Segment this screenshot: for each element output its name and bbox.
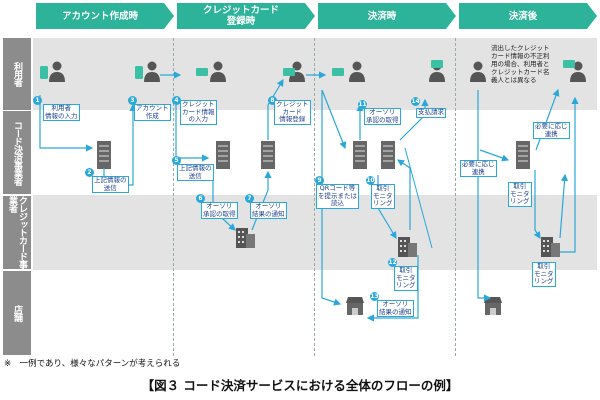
step-number: 12 [388,258,397,267]
monitoring-label: 取引 モニタ リング [508,182,532,207]
lane-label-card-company: クレジットカード事業者 [3,196,31,269]
lane-label-code-payment: コード決済事業者 [3,111,31,194]
step-number: 9 [315,176,324,185]
step-number: 10 [366,176,375,185]
lane-label-store: 店舗 [3,271,31,355]
step-number: 7 [245,194,254,203]
phone-icon [40,66,48,79]
lane-band-store [33,270,597,356]
step-label: オーソリ 承認の取得 [201,202,238,219]
building-icon [541,237,560,257]
phase-separator [173,38,174,356]
step-label: 利用者 情報の入力 [43,104,80,121]
building-icon [236,228,255,248]
step-label: 支払請求 [416,108,446,118]
step-number: 1 [33,96,42,105]
cooperation-label: 必要に応じ 連携 [533,122,570,139]
step-label: アカウント 作成 [134,104,171,121]
monitoring-label: 取引 モニタ リング [532,262,556,287]
step-number: 13 [370,292,379,301]
step-label: 取引 モニタ リング [394,266,418,291]
server-icon [352,140,368,170]
step-label: オーソリ 承認の取得 [364,108,401,125]
server-icon [215,140,231,170]
card-icon [283,68,295,76]
step-label: オーソリ 結果の通知 [250,202,287,219]
phase-payment: 決済時 [318,3,456,29]
person-icon [49,61,65,82]
phone-icon [135,66,143,79]
card-icon [431,60,443,68]
step-number: 8 [268,96,277,105]
step-number: 6 [196,194,205,203]
phase-account-creation: アカウント作成時 [36,3,174,29]
step-label: クレジット カード情報 の入力 [180,100,217,125]
server-icon [96,140,112,170]
step-label: QRコード等 を提示または 読込 [316,184,359,209]
lane-label-user: 利用者 [3,38,31,110]
server-icon [380,140,396,170]
phase-after-payment: 決済後 [459,3,597,29]
step-number: 11 [358,100,367,109]
card-icon [563,60,575,68]
server-icon [260,140,276,170]
cooperation-label: 必要に応じ 連携 [460,160,497,177]
phase-separator [314,38,315,356]
person-icon [144,61,160,82]
step-label: 取引 モニタ リング [371,184,395,209]
step-label: クレジット カード 情報登録 [274,100,311,125]
phase-separator [455,38,456,356]
step-number: 5 [172,156,181,165]
shop-icon [484,297,502,315]
step-number: 3 [128,96,137,105]
phase-card-registration: クレジットカード 登録時 [177,3,315,29]
lane-band-card-company [33,195,597,270]
lane-band-user [33,38,597,110]
card-icon [332,68,344,76]
step-number: 4 [172,96,181,105]
footnote: ※ 一例であり、様々なパターンが考えられる [4,359,181,369]
step-label: 上記情報の 送信 [177,164,214,181]
building-icon [398,237,417,257]
server-icon [515,140,531,170]
shop-icon [346,297,364,315]
step-label: 上記情報の 送信 [92,176,129,193]
figure-caption: 【図３ コード決済サービスにおける全体のフローの例】 [141,378,459,393]
step-number: 14 [411,97,420,106]
person-icon [470,61,486,82]
step-label: オーソリ 結果の通知 [377,300,414,317]
person-icon [349,61,365,82]
person-icon [210,61,226,82]
step-number: 2 [85,168,94,177]
card-icon [196,68,208,76]
note-text: 流出したクレジット カード情報の不正利 用の場合、利用者と クレジットカード名 … [491,44,550,84]
